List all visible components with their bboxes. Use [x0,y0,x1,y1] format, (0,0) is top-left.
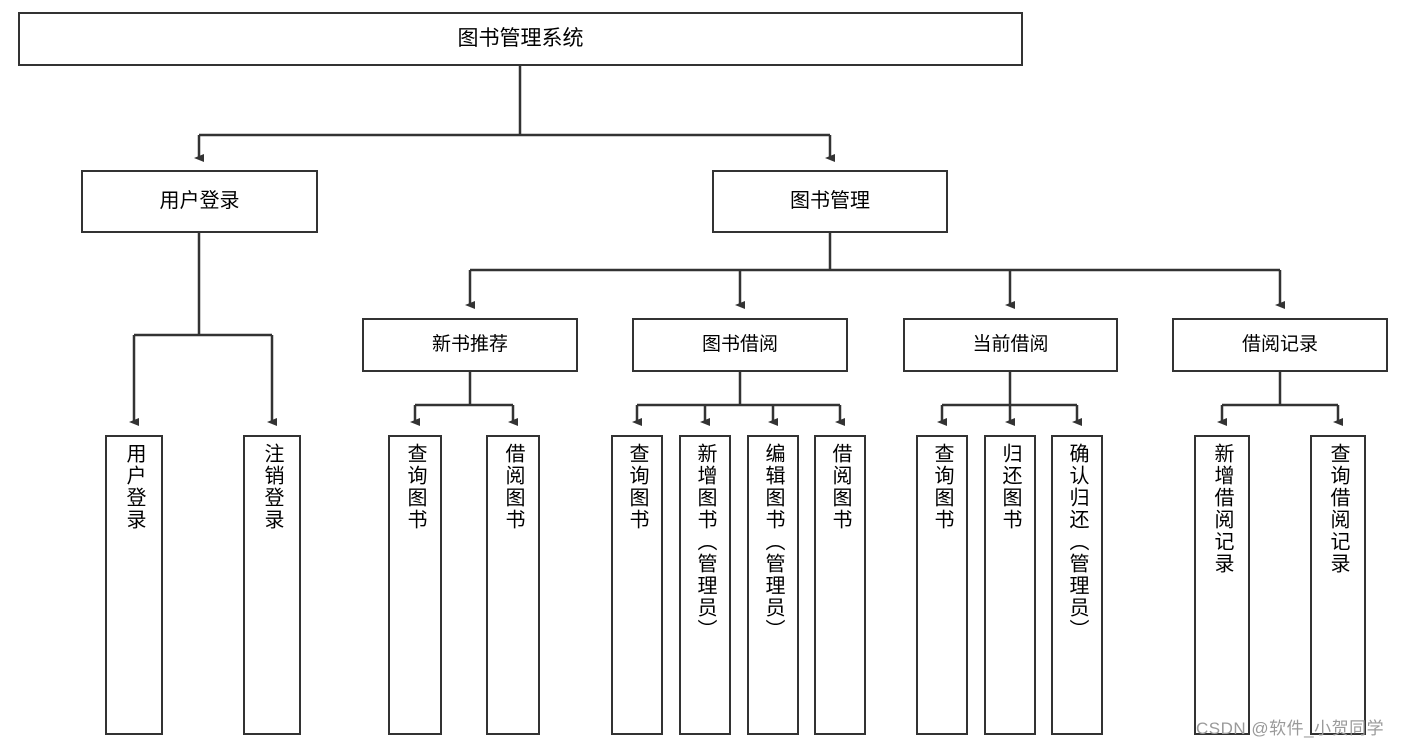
node-current-borrow[interactable]: 当前借阅 [903,318,1118,372]
leaf-recommend-borrow-book[interactable]: 借阅图书 [486,435,540,735]
node-label: 编辑图书（管理员） [762,443,784,641]
node-label: 图书管理系统 [457,26,584,50]
node-label: 图书借阅 [701,334,778,356]
node-label: 当前借阅 [972,334,1049,356]
node-label: 用户登录 [123,443,145,531]
node-label: 借阅图书 [502,443,524,531]
node-label: 图书管理 [790,190,870,212]
leaf-current-return-book[interactable]: 归还图书 [984,435,1036,735]
node-label: 新书推荐 [431,334,508,356]
node-label: 查询图书 [626,443,648,531]
leaf-recommend-query-book[interactable]: 查询图书 [388,435,442,735]
leaf-current-confirm-return-admin[interactable]: 确认归还（管理员） [1051,435,1103,735]
leaf-borrow-edit-book-admin[interactable]: 编辑图书（管理员） [747,435,799,735]
node-root-system[interactable]: 图书管理系统 [18,12,1023,66]
leaf-user-login-signout[interactable]: 注销登录 [243,435,301,735]
node-label: 查询图书 [931,443,953,531]
node-user-login[interactable]: 用户登录 [81,170,318,233]
node-label: 注销登录 [261,443,283,531]
watermark-text: CSDN @软件_小贺同学 [1196,719,1385,738]
node-label: 借阅记录 [1241,334,1318,356]
node-book-borrow[interactable]: 图书借阅 [632,318,848,372]
node-label: 归还图书 [999,443,1021,531]
node-label: 新增图书（管理员） [694,443,716,641]
leaf-current-query-book[interactable]: 查询图书 [916,435,968,735]
leaf-borrow-add-book-admin[interactable]: 新增图书（管理员） [679,435,731,735]
node-label: 借阅图书 [829,443,851,531]
node-label: 用户登录 [159,190,240,212]
leaf-borrow-query-book[interactable]: 查询图书 [611,435,663,735]
leaf-user-login-signin[interactable]: 用户登录 [105,435,163,735]
node-borrow-record[interactable]: 借阅记录 [1172,318,1388,372]
leaf-record-add-record[interactable]: 新增借阅记录 [1194,435,1250,735]
node-book-management[interactable]: 图书管理 [712,170,948,233]
node-label: 查询图书 [404,443,426,531]
node-label: 查询借阅记录 [1327,443,1349,575]
node-label: 新增借阅记录 [1211,443,1233,575]
node-label: 确认归还（管理员） [1066,443,1088,641]
leaf-borrow-borrow-book[interactable]: 借阅图书 [814,435,866,735]
leaf-record-query-record[interactable]: 查询借阅记录 [1310,435,1366,735]
node-new-book-recommend[interactable]: 新书推荐 [362,318,578,372]
